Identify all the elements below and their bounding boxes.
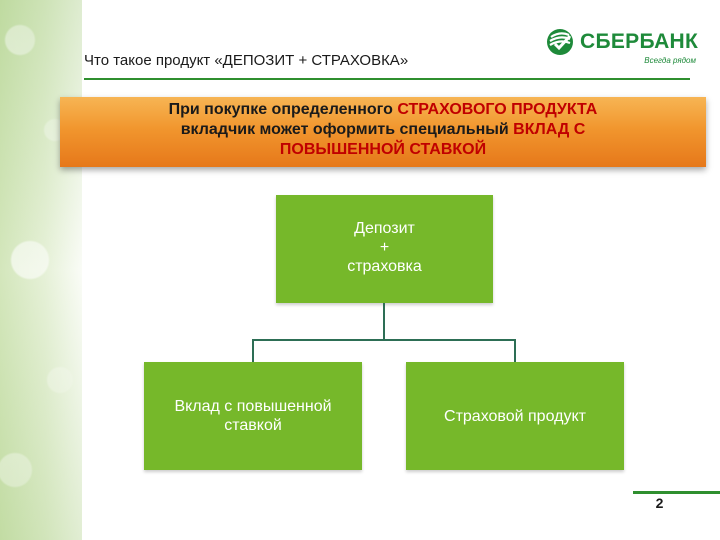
- root-box-line-1: Депозит: [354, 220, 415, 237]
- banner-text-2: вкладчик может оформить специальный: [180, 121, 514, 138]
- root-box-line-3: страховка: [347, 258, 422, 275]
- decorative-leaf-background: [0, 0, 82, 540]
- root-box-line-2: +: [379, 239, 390, 256]
- banner-line-2: вкладчик может оформить специальный ВКЛА…: [60, 120, 706, 140]
- info-banner: При покупке определенного СТРАХОВОГО ПРО…: [60, 97, 706, 167]
- root-box-deposit-insurance: Депозит + страховка: [276, 195, 493, 303]
- child-box-label: Вклад с повышенной ставкой: [174, 398, 332, 434]
- connector-horizontal: [252, 339, 516, 341]
- sberbank-logo-icon: [547, 29, 573, 55]
- page-number: 2: [655, 495, 664, 511]
- title-underline: [84, 78, 690, 80]
- connector-vertical-root: [383, 303, 385, 340]
- page-number-rule: [633, 491, 720, 494]
- banner-line-1: При покупке определенного СТРАХОВОГО ПРО…: [60, 100, 706, 120]
- logo-slogan: Всегда рядом: [644, 56, 696, 65]
- banner-highlight-3: ПОВЫШЕННОЙ СТАВКОЙ: [279, 141, 487, 158]
- logo-wordmark: СБЕРБАНК: [580, 30, 699, 53]
- child-box-insurance-product: Страховой продукт: [406, 362, 624, 470]
- connector-vertical-right: [514, 339, 516, 362]
- child-box-label: Страховой продукт: [444, 407, 586, 425]
- slide-title: Что такое продукт «ДЕПОЗИТ + СТРАХОВКА»: [84, 52, 409, 69]
- child-box-higher-rate-deposit: Вклад с повышенной ставкой: [144, 362, 362, 470]
- banner-highlight-1: СТРАХОВОГО ПРОДУКТА: [397, 101, 598, 118]
- banner-line-3: ПОВЫШЕННОЙ СТАВКОЙ: [60, 140, 706, 160]
- banner-highlight-2: ВКЛАД С: [513, 121, 586, 138]
- connector-vertical-left: [252, 339, 254, 362]
- sberbank-logo: СБЕРБАНК Всегда рядом: [546, 26, 699, 70]
- banner-text-1: При покупке определенного: [168, 101, 398, 118]
